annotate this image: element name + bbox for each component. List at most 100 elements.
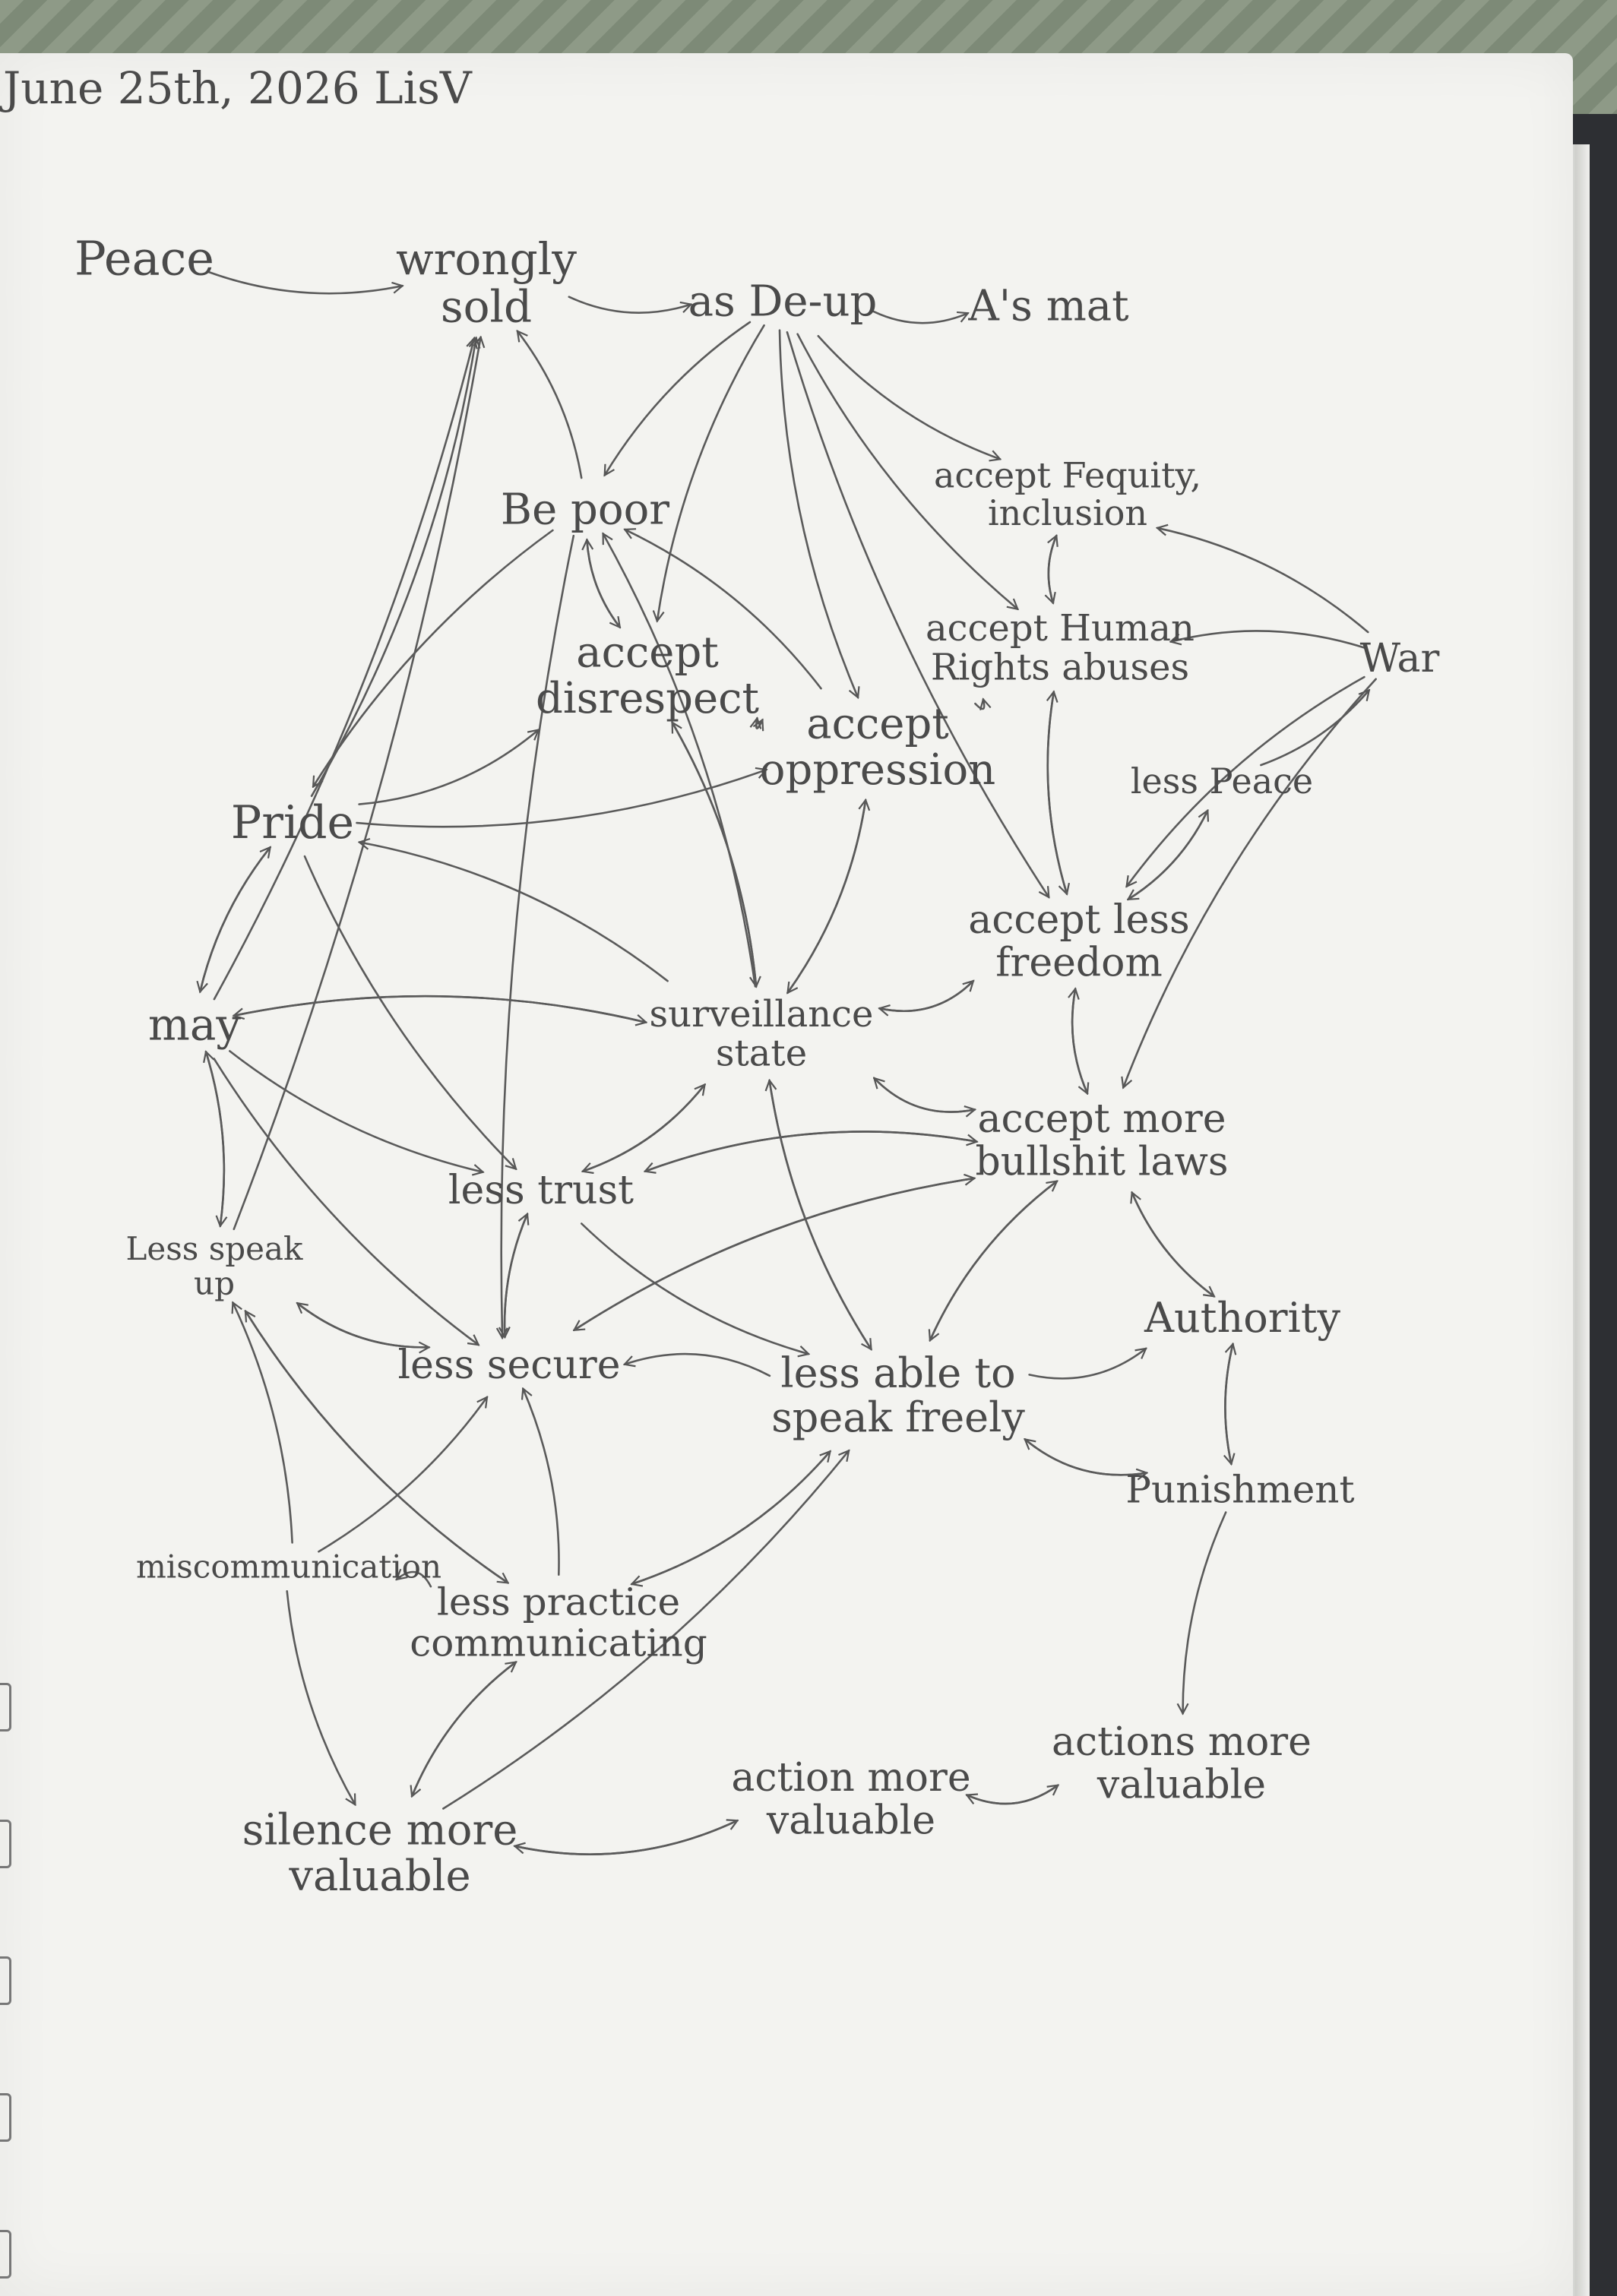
arrow-asdeup-to-asmat (872, 310, 968, 324)
node-punishment: Punishment (1125, 1468, 1354, 1512)
arrow-bullshit-to-surveillance (874, 1078, 976, 1113)
arrow-lessspeak-to-lesssecure (296, 1301, 429, 1347)
node-label: less able to (780, 1349, 1015, 1397)
arrow-may-to-lessspeak (204, 1051, 224, 1225)
arrow-disrespect-to-bepoor (587, 540, 622, 628)
arrow-pride-to-lesstrust (303, 855, 516, 1169)
node-label: inclusion (988, 492, 1147, 533)
node-label: freedom (995, 940, 1163, 985)
arrow-bullshit-to-lessfreedom (1072, 989, 1089, 1095)
arrow-lesstrust-to-bullshit (644, 1131, 977, 1172)
arrow-punishment-to-speakfreely (1025, 1439, 1148, 1476)
arrow-lessspeak-to-may (206, 1052, 226, 1227)
arrow-may-to-lesssecure (213, 1058, 479, 1346)
arrow-pride-to-may (200, 846, 271, 991)
arrow-asdeup-to-equity (817, 334, 1000, 459)
node-label: Authority (1144, 1294, 1341, 1342)
node-label: less secure (397, 1342, 620, 1388)
node-bepoor: Be poor (501, 485, 669, 535)
arrow-asdeup-to-human (796, 333, 1018, 609)
arrow-practice-to-miscomm (397, 1572, 432, 1588)
arrow-asdeup-to-disrespect (657, 324, 765, 621)
arrow-silence-to-speakfreely (442, 1450, 849, 1810)
binding-ring (0, 2093, 11, 2142)
arrow-lessfreedom-to-lesspeace (1127, 811, 1208, 901)
arrow-lesssecure-to-lesstrust (503, 1214, 527, 1339)
arrow-lessfreedom-to-bullshit (1071, 988, 1087, 1094)
arrow-lesspeace-to-war (1260, 690, 1369, 767)
arrow-surveillance-to-lesstrust (583, 1083, 706, 1172)
arrow-war-to-lessfreedom (1127, 675, 1365, 887)
arrow-surveillance-to-lessfreedom (878, 981, 973, 1013)
node-label: accept less (968, 897, 1190, 943)
node-label: up (194, 1264, 235, 1301)
arrow-punishment-to-authority (1224, 1344, 1233, 1466)
node-label: actions more (1052, 1719, 1312, 1765)
node-label: action more (731, 1755, 970, 1801)
node-may: may (148, 998, 242, 1050)
node-lesstrust: less trust (448, 1168, 634, 1213)
arrow-miscomm-to-silence (286, 1590, 356, 1804)
node-equity: accept Fequity,inclusion (934, 454, 1201, 533)
node-label: Rights abuses (931, 647, 1189, 689)
arrow-miscomm-to-lesssecure (318, 1397, 487, 1553)
node-label: Be poor (501, 485, 669, 535)
node-label: accept more (978, 1096, 1226, 1142)
arrow-bullshit-to-speakfreely (930, 1180, 1058, 1341)
node-label: Pride (231, 796, 354, 849)
arrow-disrespect-to-surveillance (671, 721, 757, 987)
node-asdeup: as De-up (688, 277, 878, 327)
arrow-lesspeace-to-lessfreedom (1128, 809, 1209, 901)
arrow-speakfreely-to-surveillance (770, 1080, 872, 1351)
arrow-pride-to-wrongly (310, 338, 476, 797)
arrow-punishment-to-actions2 (1183, 1511, 1227, 1714)
arrow-wrongly-to-asdeup (568, 296, 691, 314)
node-pride: Pride (231, 796, 354, 849)
node-label: sold (441, 281, 532, 333)
node-label: War (1360, 636, 1440, 682)
node-asmat: A's mat (967, 282, 1129, 331)
node-label: wrongly (396, 233, 577, 285)
node-label: accept Fequity, (934, 454, 1201, 495)
node-label: state (716, 1033, 807, 1075)
arrow-may-to-pride (199, 847, 270, 993)
node-label: speak freely (771, 1393, 1025, 1441)
arrow-bullshit-to-authority (1131, 1191, 1214, 1297)
arrow-may-to-surveillance (233, 995, 647, 1022)
arrow-bepoor-to-pride (312, 529, 554, 786)
node-label: less practice (437, 1580, 680, 1624)
arrow-speakfreely-to-lesssecure (625, 1352, 771, 1377)
arrow-speakfreely-to-authority (1028, 1349, 1147, 1380)
node-label: accept Human (926, 607, 1195, 650)
arrow-war-to-bullshit (1123, 678, 1377, 1088)
arrow-may-to-wrongly (213, 338, 474, 1001)
binding-ring (0, 2230, 11, 2279)
node-label: communicating (410, 1621, 707, 1665)
arrow-war-to-human (1171, 630, 1365, 649)
arrow-oppression-to-bepoor (625, 530, 822, 690)
node-label: bullshit laws (975, 1139, 1228, 1184)
arrow-practice-to-silence (412, 1661, 517, 1797)
arrow-action1-to-silence (514, 1819, 739, 1855)
arrow-bepoor-to-disrespect (586, 539, 619, 628)
arrow-actions2-to-action1 (967, 1784, 1059, 1805)
arrow-surveillance-to-disrespect (671, 723, 758, 988)
arrow-asdeup-to-oppression (778, 329, 858, 697)
arrow-lesstrust-to-speakfreely (581, 1222, 808, 1355)
arrow-silence-to-action1 (514, 1820, 737, 1855)
node-label: valuable (766, 1798, 935, 1843)
arrow-lessfreedom-to-human (1048, 692, 1068, 895)
arrow-pride-to-disrespect (358, 730, 539, 805)
arrow-oppression-to-human (974, 699, 984, 709)
